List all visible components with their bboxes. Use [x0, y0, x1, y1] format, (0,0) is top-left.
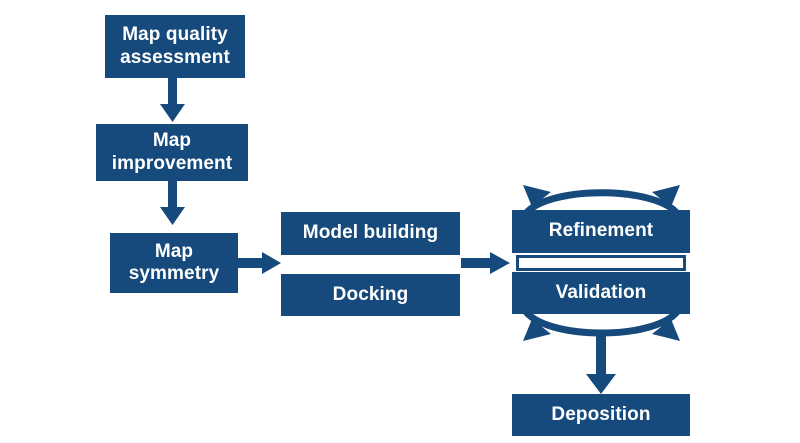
- arrow-symmetry-to-building: [238, 252, 281, 274]
- arc-top-arrowheads: [523, 185, 680, 207]
- arrow-improvement-to-symmetry: [160, 181, 185, 225]
- refinement-validation-link-strip: [516, 255, 686, 271]
- node-deposition[interactable]: Deposition: [512, 394, 690, 436]
- node-map-symmetry[interactable]: Map symmetry: [110, 233, 238, 293]
- node-map-quality-assessment[interactable]: Map quality assessment: [105, 15, 245, 78]
- arc-bottom-arrowheads: [523, 319, 680, 341]
- node-map-improvement[interactable]: Map improvement: [96, 124, 248, 181]
- node-model-building[interactable]: Model building: [281, 212, 460, 255]
- arrow-quality-to-improvement: [160, 78, 185, 122]
- arrow-cycle-to-deposition: [586, 334, 616, 394]
- node-refinement[interactable]: Refinement: [512, 210, 690, 253]
- node-docking[interactable]: Docking: [281, 274, 460, 316]
- node-validation[interactable]: Validation: [512, 272, 690, 314]
- arrow-building-to-refinement: [461, 252, 510, 274]
